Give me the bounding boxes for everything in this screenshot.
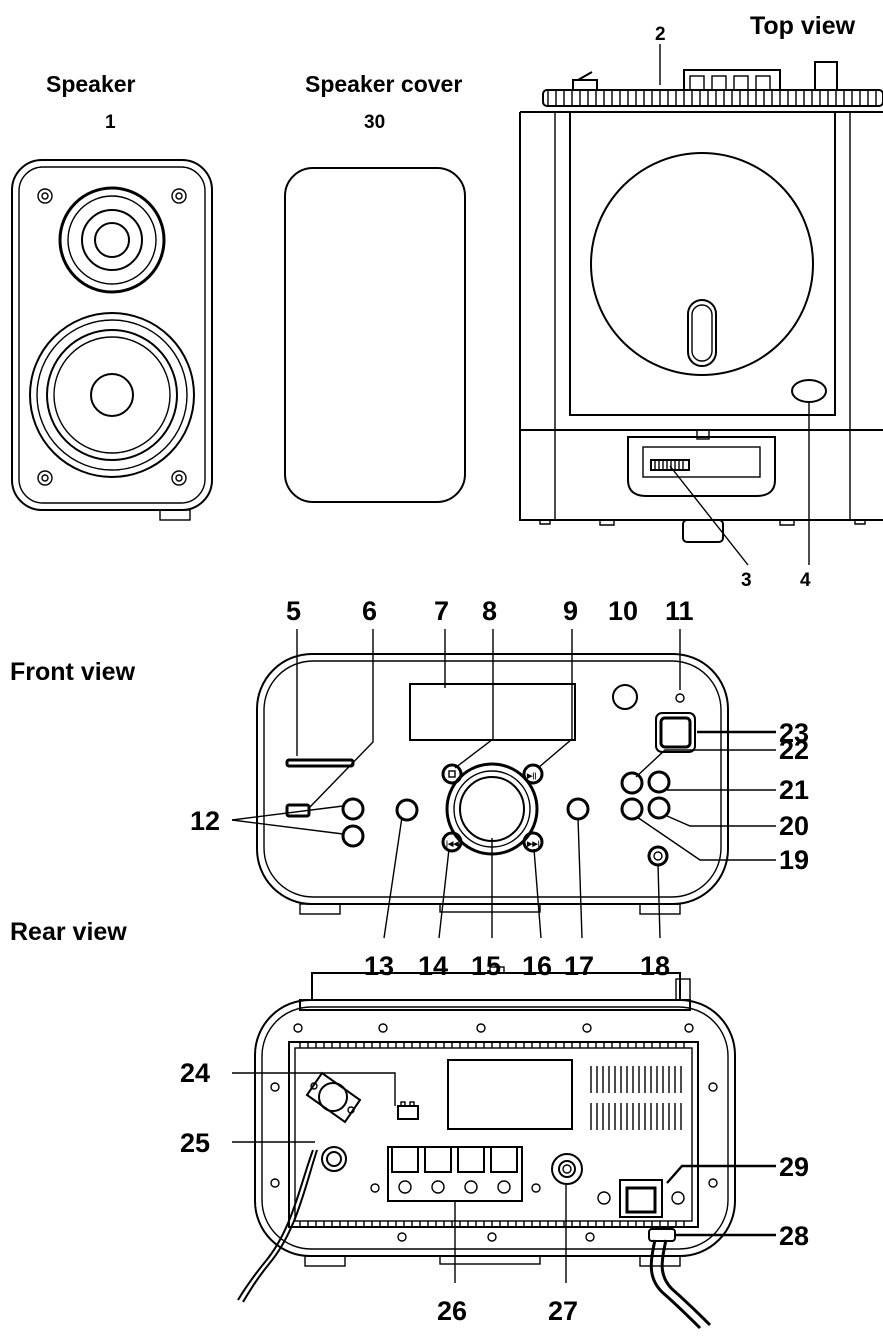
callout-22: 22 (779, 735, 809, 765)
speaker-cover-drawing (284, 167, 466, 503)
callout-12: 12 (190, 806, 220, 836)
callout-9: 9 (563, 596, 578, 626)
callout-25: 25 (180, 1128, 210, 1158)
svg-text:|◀◀: |◀◀ (446, 841, 459, 848)
svg-text:▶▶|: ▶▶| (526, 841, 540, 848)
callout-15: 15 (471, 951, 501, 981)
callout-7: 7 (434, 596, 449, 626)
callout-6: 6 (362, 596, 377, 626)
title-front-view: Front view (10, 658, 136, 686)
callout-28: 28 (779, 1221, 809, 1251)
callout-21: 21 (779, 775, 809, 805)
rear-view-drawing (232, 966, 776, 1330)
callout-30: 30 (364, 112, 385, 133)
title-speaker: Speaker (46, 71, 136, 97)
callout-10: 10 (608, 596, 638, 626)
speaker-drawing (11, 159, 213, 521)
title-rear-view: Rear view (10, 918, 127, 946)
callout-26: 26 (437, 1296, 467, 1326)
callout-24: 24 (180, 1058, 210, 1088)
callout-29: 29 (779, 1152, 809, 1182)
top-view-drawing (519, 44, 883, 566)
callout-19: 19 (779, 845, 809, 875)
callout-2: 2 (655, 24, 666, 45)
callout-17: 17 (564, 951, 594, 981)
svg-text:▶||: ▶|| (526, 773, 536, 780)
callout-14: 14 (418, 951, 448, 981)
callout-5: 5 (286, 596, 301, 626)
callout-3: 3 (741, 570, 752, 591)
title-speaker-cover: Speaker cover (305, 71, 462, 97)
callout-20: 20 (779, 811, 809, 841)
front-view-drawing: ▶|| |◀◀ ▶▶| (231, 629, 776, 939)
callout-1: 1 (105, 112, 116, 133)
callout-4: 4 (800, 570, 811, 591)
callout-27: 27 (548, 1296, 578, 1326)
callout-11: 11 (665, 596, 694, 626)
callout-23: 23 (779, 718, 809, 748)
callout-16: 16 (522, 951, 552, 981)
callout-18: 18 (640, 951, 670, 981)
callout-8: 8 (482, 596, 497, 626)
title-top-view: Top view (750, 12, 856, 40)
callout-13: 13 (364, 951, 394, 981)
